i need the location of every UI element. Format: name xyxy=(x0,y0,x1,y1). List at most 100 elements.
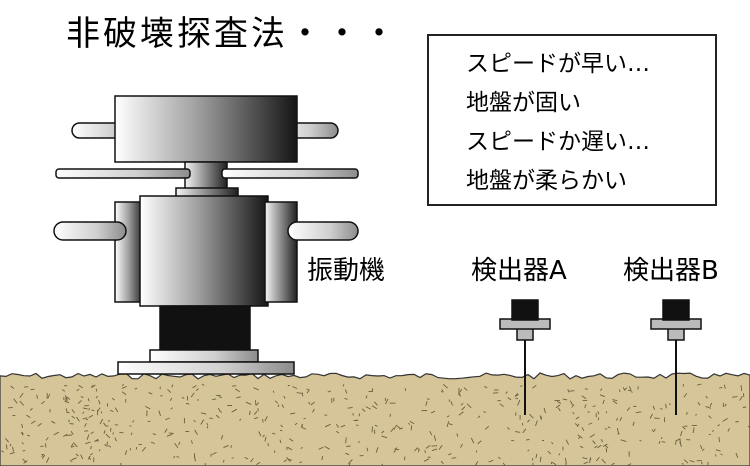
ground-speckle xyxy=(230,445,233,448)
ground-speckle xyxy=(572,411,575,415)
main-body-right xyxy=(264,201,298,303)
ground-speckle xyxy=(440,391,444,393)
ground-speckle xyxy=(569,400,573,406)
ground-speckle xyxy=(19,392,24,398)
ground-speckle xyxy=(430,410,436,414)
ground-speckle xyxy=(286,457,291,462)
ground-speckle xyxy=(82,411,85,414)
ground-speckle xyxy=(64,395,68,401)
ground-speckle xyxy=(696,383,702,386)
ground-speckle xyxy=(232,385,237,387)
ground-speckle xyxy=(336,430,340,434)
ground-speckle xyxy=(461,406,466,411)
ground-speckle xyxy=(616,417,619,421)
ground-speckle xyxy=(433,435,437,442)
ground-speckle xyxy=(336,424,339,428)
ground-speckle xyxy=(30,420,36,424)
ground-speckle xyxy=(371,426,373,433)
ground-speckle xyxy=(340,424,346,428)
ground-speckle xyxy=(26,434,30,437)
ground-speckle xyxy=(374,424,378,427)
ground-speckle xyxy=(628,386,632,391)
ground-speckle xyxy=(348,459,353,465)
ground-speckle xyxy=(477,440,482,445)
ground-speckle xyxy=(355,424,359,426)
ground-speckle xyxy=(264,436,267,442)
ground-speckle xyxy=(373,401,378,406)
ground-speckle xyxy=(169,397,173,402)
ground-speckle xyxy=(290,412,296,415)
ground-speckle xyxy=(236,396,241,399)
ground-speckle xyxy=(283,459,287,463)
ground-speckle xyxy=(719,386,723,389)
ground-speckle xyxy=(358,413,361,417)
ground-speckle xyxy=(324,446,330,450)
ground-speckle xyxy=(597,411,600,415)
ground-speckle xyxy=(718,437,720,443)
ground-speckle xyxy=(255,402,260,406)
ground-speckle xyxy=(134,387,138,390)
ground-speckle xyxy=(682,383,685,387)
ground-speckle xyxy=(616,428,619,434)
ground-speckle xyxy=(715,454,717,457)
ground-speckle xyxy=(253,416,259,420)
ground-speckle xyxy=(463,387,468,391)
ground-speckle xyxy=(41,454,46,460)
ground-speckle xyxy=(64,400,70,404)
vibrator-label: 振動機 xyxy=(307,256,386,286)
ground-speckle xyxy=(440,460,444,465)
ground-speckle xyxy=(720,453,723,456)
ground-speckle xyxy=(348,462,351,466)
ground-speckle xyxy=(170,407,173,410)
ground-speckle xyxy=(250,458,254,463)
ground-speckle xyxy=(424,450,426,454)
ground-speckle xyxy=(77,400,82,404)
ground-speckle xyxy=(215,414,220,419)
ground-speckle xyxy=(121,386,127,389)
ground-speckle xyxy=(70,445,75,448)
ground-speckle xyxy=(682,426,686,430)
ground-speckle xyxy=(253,387,259,391)
ground-speckle xyxy=(132,420,135,423)
ground-speckle xyxy=(21,423,23,428)
ground xyxy=(0,372,750,466)
ground-speckle xyxy=(515,397,519,400)
ground-speckle xyxy=(105,433,111,439)
ground-speckle xyxy=(91,384,94,387)
ground-speckle xyxy=(506,427,510,430)
ground-speckle xyxy=(108,445,112,448)
ground-speckle xyxy=(71,415,76,419)
ground-speckle xyxy=(539,416,542,421)
ground-speckle xyxy=(484,385,488,389)
ground-speckle xyxy=(277,404,280,408)
ground-speckle xyxy=(91,384,96,389)
ground-speckle xyxy=(176,456,180,458)
ground-speckle xyxy=(100,411,103,414)
ground-speckle xyxy=(527,419,530,423)
ground-speckle xyxy=(171,384,174,388)
ground-speckle xyxy=(97,407,101,412)
ground-speckle xyxy=(639,439,642,442)
ground-speckle xyxy=(217,407,221,412)
ground-speckle xyxy=(535,420,538,427)
ground-speckle xyxy=(26,414,31,418)
ground-speckle xyxy=(532,384,537,389)
ground-speckle xyxy=(431,445,438,447)
ground-speckle xyxy=(98,399,101,405)
ground-speckle xyxy=(53,431,60,436)
ground-speckle xyxy=(239,418,242,422)
ground-speckle xyxy=(167,389,172,393)
ground-speckle xyxy=(94,438,99,442)
top-drum xyxy=(114,95,298,163)
ground-speckle xyxy=(280,424,284,428)
ground-speckle xyxy=(220,410,222,414)
ground-speckle xyxy=(195,388,199,391)
ground-speckle xyxy=(104,443,107,447)
ground-speckle xyxy=(499,403,504,407)
ground-speckle xyxy=(51,420,56,424)
ground-speckle xyxy=(604,445,609,449)
ground-speckle xyxy=(82,417,88,420)
ground-speckle xyxy=(80,396,84,399)
ground-speckle xyxy=(581,426,585,432)
